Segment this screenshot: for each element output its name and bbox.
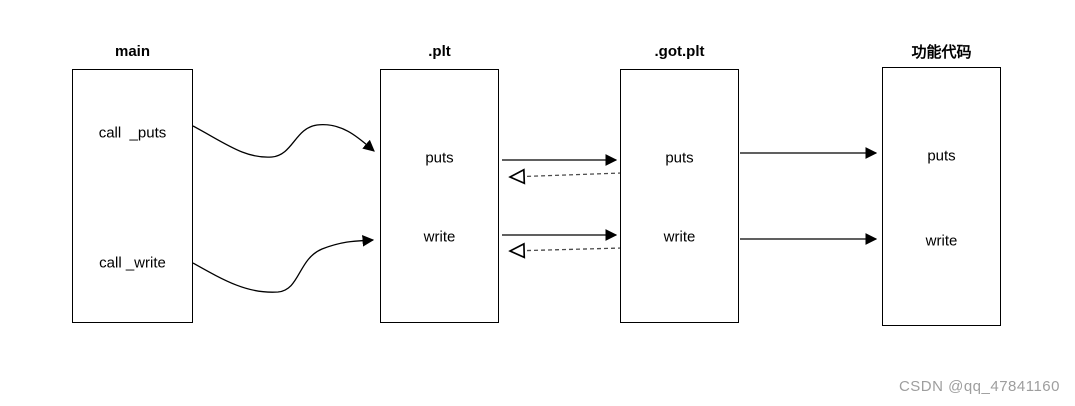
box-title-gotplt: .got.plt xyxy=(654,43,705,60)
label-main-call-write: call _write xyxy=(99,254,166,272)
label-funccode-puts: puts xyxy=(927,147,956,165)
box-funccode: puts write xyxy=(882,67,1001,326)
label-plt-write: write xyxy=(423,228,456,246)
box-title-main: main xyxy=(114,43,150,60)
arrow-main-write-to-plt xyxy=(192,234,375,293)
box-main: call _puts call _write xyxy=(72,69,193,323)
arrow-main-puts-to-plt xyxy=(192,124,375,158)
label-plt-puts: puts xyxy=(425,149,454,167)
dashed-arrow-gotplt-write-to-plt xyxy=(510,248,623,251)
box-title-funccode: 功能代码 xyxy=(911,44,972,61)
box-title-plt: .plt xyxy=(428,43,451,60)
dashed-arrow-gotplt-puts-to-plt xyxy=(510,173,623,177)
label-gotplt-puts: puts xyxy=(665,149,694,167)
label-funccode-write: write xyxy=(925,232,958,250)
csdn-watermark: CSDN @qq_47841160 xyxy=(898,378,1060,395)
box-plt: puts write xyxy=(380,69,499,323)
box-gotplt: puts write xyxy=(620,69,739,323)
label-gotplt-write: write xyxy=(663,228,696,246)
label-main-call-puts: call _puts xyxy=(98,124,167,142)
